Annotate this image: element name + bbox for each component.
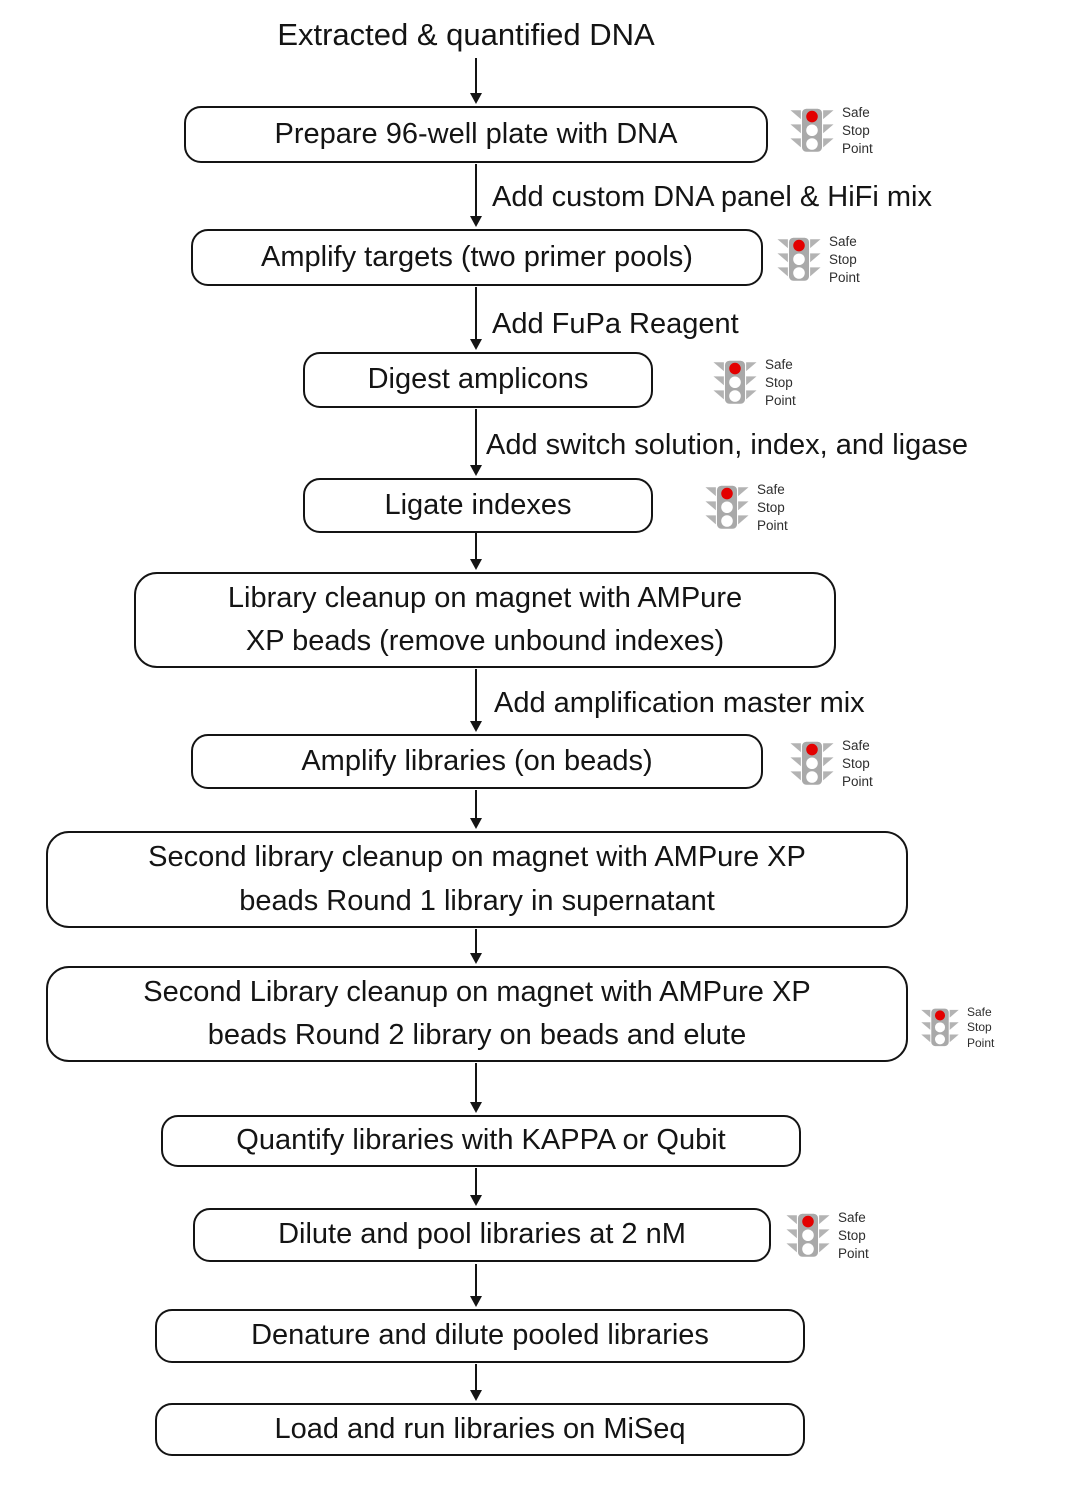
traffic-light-icon xyxy=(777,237,821,281)
safe-stop-point-label: Safe Stop Point xyxy=(967,1004,995,1050)
safe-stop-point-label: Safe Stop Point xyxy=(757,482,788,533)
flow-arrow xyxy=(470,1264,482,1307)
step-load-run-miseq: Load and run libraries on MiSeq xyxy=(155,1403,805,1456)
safe-stop-point-icon: Safe Stop Point xyxy=(789,102,873,160)
step-label-line-1: Library cleanup on magnet with AMPure xyxy=(227,581,743,614)
flow-arrow xyxy=(470,287,482,350)
flow-arrow xyxy=(470,1168,482,1206)
step-library-cleanup: Library cleanup on magnet with AMPure XP… xyxy=(134,572,836,668)
safe-stop-point-icon: Safe Stop Point xyxy=(776,231,860,289)
step-second-cleanup-round-2: Second Library cleanup on magnet with AM… xyxy=(46,966,908,1062)
step-label: Denature and dilute pooled libraries xyxy=(251,1319,709,1352)
edge-label-master-mix: Add amplification master mix xyxy=(494,687,865,719)
flow-arrow xyxy=(470,929,482,964)
step-label: Load and run libraries on MiSeq xyxy=(274,1412,686,1445)
flow-arrow xyxy=(470,533,482,570)
step-denature-dilute: Denature and dilute pooled libraries xyxy=(155,1309,805,1363)
step-label: Dilute and pool libraries at 2 nM xyxy=(278,1218,686,1251)
step-label: Digest amplicons xyxy=(367,363,589,396)
step-ligate-indexes: Ligate indexes xyxy=(303,478,653,533)
traffic-light-icon xyxy=(786,1213,830,1257)
start-label: Extracted & quantified DNA xyxy=(277,17,655,52)
flow-arrow xyxy=(470,1364,482,1401)
step-second-cleanup-round-1: Second library cleanup on magnet with AM… xyxy=(46,831,908,928)
step-label-line-1: Second Library cleanup on magnet with AM… xyxy=(143,975,811,1008)
edge-label-switch-ligase: Add switch solution, index, and ligase xyxy=(486,429,969,461)
step-label-line-2: beads Round 2 library on beads and elute xyxy=(207,1019,747,1051)
traffic-light-icon xyxy=(713,360,757,404)
flow-arrow xyxy=(470,1063,482,1113)
safe-stop-point-icon: Safe Stop Point xyxy=(712,354,796,412)
step-prepare-plate: Prepare 96-well plate with DNA xyxy=(184,106,768,163)
flow-arrow xyxy=(470,669,482,732)
flow-arrow xyxy=(470,164,482,227)
step-label: Amplify targets (two primer pools) xyxy=(261,240,693,273)
step-label-line-1: Second library cleanup on magnet with AM… xyxy=(148,841,806,873)
step-quantify-libraries: Quantify libraries with KAPPA or Qubit xyxy=(161,1115,801,1167)
safe-stop-point-label: Safe Stop Point xyxy=(765,357,796,408)
step-label: Amplify libraries (on beads) xyxy=(301,744,653,777)
safe-stop-point-label: Safe Stop Point xyxy=(829,234,860,285)
flow-arrow xyxy=(470,790,482,829)
traffic-light-icon xyxy=(705,485,749,529)
safe-stop-point-icon: Safe Stop Point xyxy=(789,735,873,793)
traffic-light-icon xyxy=(921,1008,959,1047)
step-label-line-2: XP beads (remove unbound indexes) xyxy=(245,625,725,657)
traffic-light-icon xyxy=(790,741,834,785)
safe-stop-point-label: Safe Stop Point xyxy=(838,1210,869,1261)
step-amplify-libraries: Amplify libraries (on beads) xyxy=(191,734,763,789)
traffic-light-icon xyxy=(790,108,834,152)
flow-arrow xyxy=(470,58,482,104)
flow-arrow xyxy=(470,409,482,476)
safe-stop-point-label: Safe Stop Point xyxy=(842,105,873,156)
safe-stop-point-icon: Safe Stop Point xyxy=(704,479,788,537)
safe-stop-point-icon: Safe Stop Point xyxy=(920,1003,994,1053)
step-amplify-targets: Amplify targets (two primer pools) xyxy=(191,229,763,286)
edge-label-custom-panel: Add custom DNA panel & HiFi mix xyxy=(492,181,932,213)
safe-stop-point-icon: Safe Stop Point xyxy=(785,1207,869,1265)
step-label: Prepare 96-well plate with DNA xyxy=(274,117,678,150)
safe-stop-point-label: Safe Stop Point xyxy=(842,738,873,789)
step-dilute-pool-libraries: Dilute and pool libraries at 2 nM xyxy=(193,1208,771,1262)
step-digest-amplicons: Digest amplicons xyxy=(303,352,653,408)
step-label-line-2: beads Round 1 library in supernatant xyxy=(239,884,715,917)
step-label: Quantify libraries with KAPPA or Qubit xyxy=(236,1124,726,1157)
step-label: Ligate indexes xyxy=(384,488,572,521)
edge-label-fupa: Add FuPa Reagent xyxy=(492,308,739,340)
